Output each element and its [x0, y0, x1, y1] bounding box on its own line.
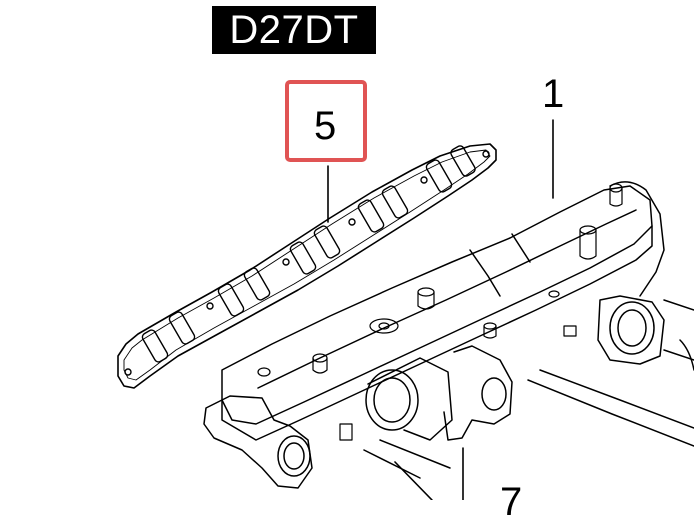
intake-gasket — [117, 143, 497, 389]
callout-number-1[interactable]: 1 — [542, 72, 565, 116]
engine-code-label: D27DT — [212, 6, 376, 54]
callout-number-5[interactable]: 5 — [314, 104, 337, 148]
exploded-parts-diagram — [117, 119, 694, 500]
highlight-box-part-5[interactable] — [285, 80, 367, 162]
leader-lines — [327, 119, 554, 500]
intake-manifold — [203, 181, 694, 489]
